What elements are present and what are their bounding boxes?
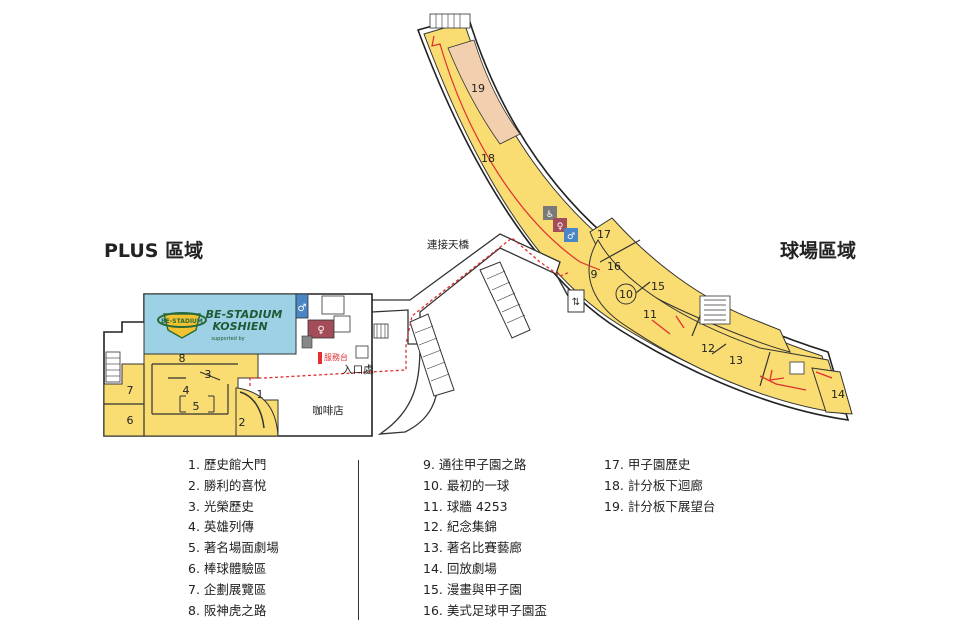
stairs-icon bbox=[105, 351, 121, 383]
logo-text: BE-STADIUM bbox=[161, 318, 203, 325]
stadium-zone-title: 球場區域 bbox=[780, 240, 857, 262]
svg-text:♂: ♂ bbox=[567, 232, 575, 242]
svg-text:♀: ♀ bbox=[317, 325, 324, 336]
map-number-9: 9 bbox=[591, 268, 598, 281]
map-number-15: 15 bbox=[651, 280, 665, 293]
map-number-16: 16 bbox=[607, 260, 621, 273]
stairs-icon bbox=[429, 13, 471, 29]
service-desk-marker bbox=[318, 352, 322, 364]
visitor-route bbox=[249, 35, 833, 391]
map-number-17: 17 bbox=[597, 228, 611, 241]
map-number-13: 13 bbox=[729, 354, 743, 367]
legend-column-1: 1. 歷史館大門 2. 勝利的喜悅 3. 光榮歷史 4. 英雄列傳 5. 著名場… bbox=[188, 455, 279, 621]
legend-divider bbox=[358, 460, 359, 620]
legend-item: 10. 最初的一球 bbox=[423, 477, 510, 493]
banner-line2: KOSHIEN bbox=[212, 320, 267, 333]
legend-item: 4. 英雄列傳 bbox=[188, 519, 254, 535]
restroom-icon bbox=[553, 218, 567, 232]
legend-item: 5. 著名場面劇場 bbox=[188, 540, 279, 556]
banner-line3: supported by bbox=[211, 336, 244, 342]
legend-item: 11. 球牆 4253 bbox=[423, 498, 508, 514]
stadium-zone: ♿ ♀ ♂ ⇅ bbox=[416, 13, 853, 421]
svg-text:♿: ♿ bbox=[546, 210, 554, 220]
map-numbers: 1 2 3 4 5 6 7 8 9 10 11 12 13 14 15 16 1… bbox=[127, 82, 846, 429]
observation-deck-area bbox=[447, 39, 521, 145]
map-number-5: 5 bbox=[193, 400, 200, 413]
svg-text:♂: ♂ bbox=[298, 303, 307, 314]
plus-zone-title: PLUS 區域 bbox=[104, 240, 204, 262]
legend-column-2: 9. 通往甲子園之路 10. 最初的一球 11. 球牆 4253 12. 紀念集… bbox=[423, 455, 547, 621]
svg-text:⇅: ⇅ bbox=[572, 297, 580, 308]
service-desk-label: 服務台 bbox=[324, 352, 348, 362]
legend-item: 17. 甲子園歷史 bbox=[604, 457, 691, 472]
map-number-19: 19 bbox=[471, 82, 485, 95]
legend-item: 8. 阪神虎之路 bbox=[188, 602, 267, 618]
legend-item: 6. 棒球體驗區 bbox=[188, 560, 267, 576]
legend-item: 2. 勝利的喜悅 bbox=[188, 477, 267, 493]
stairs-icon bbox=[409, 313, 455, 397]
map-number-14: 14 bbox=[831, 388, 845, 401]
map-number-4: 4 bbox=[183, 384, 190, 397]
elevator-icon: ⇅ bbox=[567, 289, 585, 313]
banner-content: BE-STADIUM BE-STADIUM KOSHIEN supported … bbox=[157, 308, 283, 342]
legend-item: 15. 漫畫與甲子園 bbox=[423, 581, 522, 597]
legend-item: 19. 計分板下展望台 bbox=[604, 498, 716, 514]
map-number-12: 12 bbox=[701, 342, 715, 355]
legend-item: 16. 美式足球甲子園盃 bbox=[423, 602, 547, 618]
legend-item: 13. 著名比賽藝廊 bbox=[423, 540, 522, 556]
wheelchair-icon bbox=[301, 335, 313, 349]
legend-item: 12. 紀念集錦 bbox=[423, 519, 497, 535]
map-number-1: 1 bbox=[257, 388, 264, 401]
legend-item: 3. 光榮歷史 bbox=[188, 498, 254, 514]
legend-item: 1. 歷史館大門 bbox=[188, 457, 267, 472]
stairs-icon bbox=[479, 261, 531, 339]
map-number-8: 8 bbox=[179, 352, 186, 365]
cafe-label: 咖啡店 bbox=[312, 404, 344, 417]
legend-item: 9. 通往甲子園之路 bbox=[423, 457, 527, 472]
bridge-label: 連接天橋 bbox=[427, 238, 469, 251]
legend-item: 18. 計分板下迴廊 bbox=[604, 477, 703, 493]
entrance-label: 入口處 bbox=[342, 363, 374, 376]
map-number-3: 3 bbox=[205, 368, 212, 381]
restroom-icon bbox=[295, 293, 309, 319]
map-number-10: 10 bbox=[619, 288, 633, 301]
svg-text:♀: ♀ bbox=[557, 222, 564, 232]
map-number-6: 6 bbox=[127, 414, 134, 427]
stairs-icon bbox=[699, 295, 731, 325]
map-number-18: 18 bbox=[481, 152, 495, 165]
stairs-icon bbox=[373, 323, 389, 339]
map-number-7: 7 bbox=[127, 384, 134, 397]
banner-line1: BE-STADIUM bbox=[206, 308, 283, 321]
legend-item: 7. 企劃展覽區 bbox=[188, 581, 267, 597]
bridge-walkway bbox=[369, 233, 561, 435]
legend-column-3: 17. 甲子園歷史 18. 計分板下迴廊 19. 計分板下展望台 bbox=[604, 455, 715, 517]
legend-item: 14. 回放劇場 bbox=[423, 560, 497, 576]
map-number-11: 11 bbox=[643, 308, 657, 321]
restroom-icon bbox=[564, 228, 578, 242]
map-number-2: 2 bbox=[239, 416, 246, 429]
wheelchair-icon bbox=[543, 206, 557, 220]
first-pitch-spot bbox=[615, 283, 637, 305]
